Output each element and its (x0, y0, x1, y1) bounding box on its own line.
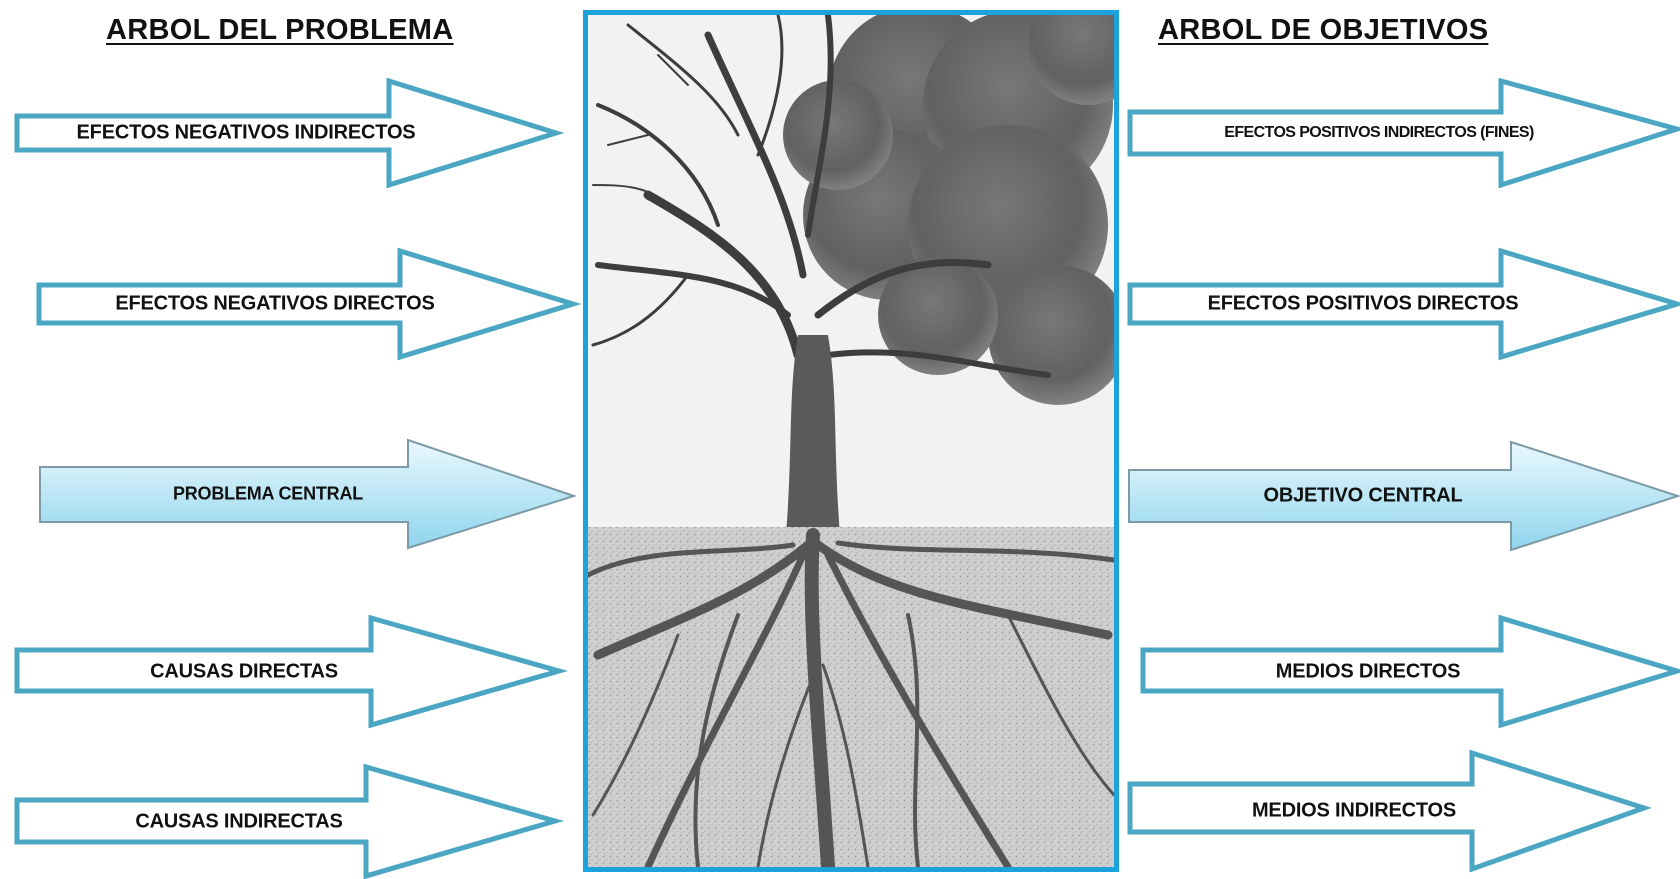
arrow-label: OBJETIVO CENTRAL (1263, 484, 1463, 507)
arrow-efectos-negativos-directos: EFECTOS NEGATIVOS DIRECTOS (36, 247, 582, 361)
arrow-label: CAUSAS INDIRECTAS (135, 810, 343, 832)
arrow-efectos-negativos-indirectos: EFECTOS NEGATIVOS INDIRECTOS (14, 77, 565, 189)
tree-illustration (583, 10, 1119, 872)
arrow-causas-directas: CAUSAS DIRECTAS (14, 614, 569, 729)
arrow-medios-indirectos: MEDIOS INDIRECTOS (1127, 749, 1652, 873)
arrow-label: EFECTOS POSITIVOS DIRECTOS (1207, 292, 1519, 315)
arrow-problema-central: PROBLEMA CENTRAL (38, 438, 578, 550)
arrow-label: CAUSAS DIRECTAS (150, 660, 338, 682)
arrow-label: PROBLEMA CENTRAL (172, 483, 364, 504)
arrow-efectos-positivos-directos: EFECTOS POSITIVOS DIRECTOS (1127, 247, 1680, 361)
objective-tree-title: ARBOL DE OBJETIVOS (1158, 14, 1489, 46)
arrow-label: MEDIOS DIRECTOS (1275, 660, 1461, 682)
problem-tree-title: ARBOL DEL PROBLEMA (106, 14, 454, 46)
arrow-causas-indirectas: CAUSAS INDIRECTAS (14, 763, 565, 879)
arrow-label: EFECTOS NEGATIVOS INDIRECTOS (76, 121, 416, 144)
arrow-objetivo-central: OBJETIVO CENTRAL (1127, 440, 1680, 552)
arrow-label: EFECTOS POSITIVOS INDIRECTOS (FINES) (1224, 124, 1534, 141)
arrow-label: MEDIOS INDIRECTOS (1251, 799, 1457, 822)
arrow-medios-directos: MEDIOS DIRECTOS (1140, 614, 1680, 729)
arrow-efectos-positivos-indirectos: EFECTOS POSITIVOS INDIRECTOS (FINES) (1127, 77, 1680, 189)
arrow-label: EFECTOS NEGATIVOS DIRECTOS (115, 292, 435, 315)
